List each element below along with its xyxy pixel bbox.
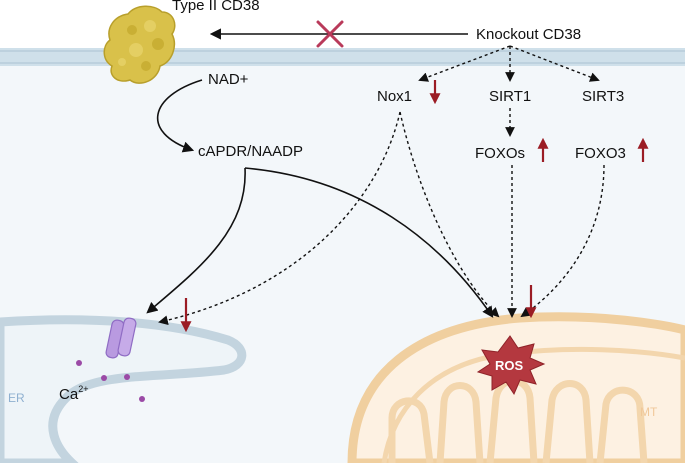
arrow-foxo3-to-ros	[520, 164, 605, 318]
calcium-channel-icon	[105, 317, 137, 359]
label-nad: NAD+	[208, 71, 249, 88]
arrow-cadpr-to-ros	[244, 167, 494, 318]
label-foxos: FOXOs	[475, 145, 525, 162]
arrow-nox1-to-er	[158, 111, 401, 326]
arrow-knockout-to-sirt3	[509, 45, 600, 82]
arrow-nad-to-cadpr	[156, 79, 203, 153]
label-nox1: Nox1	[377, 88, 412, 105]
ros-burst-icon	[476, 335, 546, 396]
label-type2-cd38: Type II CD38	[172, 0, 260, 14]
arrow-nox1-to-ros	[399, 111, 500, 318]
label-cadpr-naadp: cAPDR/NAADP	[198, 143, 303, 160]
label-knockout-cd38: Knockout CD38	[476, 26, 581, 43]
label-mt: MT	[640, 405, 658, 419]
cd38-protein-icon	[103, 5, 176, 84]
inhibition-x-icon	[316, 20, 344, 48]
label-sirt1: SIRT1	[489, 88, 531, 105]
label-sirt3: SIRT3	[582, 88, 624, 105]
label-er: ER	[8, 391, 25, 405]
arrow-cadpr-to-er	[146, 167, 246, 314]
label-ros: ROS	[495, 358, 524, 373]
calcium-ions	[76, 360, 145, 402]
label-calcium: Ca2+	[59, 384, 88, 403]
label-foxo3: FOXO3	[575, 145, 626, 162]
arrow-knockout-to-nox1	[418, 45, 511, 82]
